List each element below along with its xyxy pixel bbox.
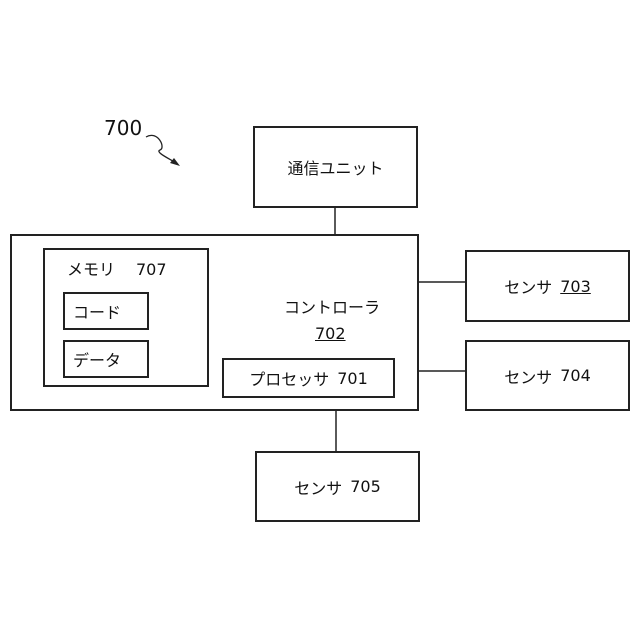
sensor-703-label: センサ <box>504 274 552 298</box>
comm-unit-label: 通信ユニット <box>287 155 383 179</box>
data-box: データ <box>63 340 149 378</box>
comm-unit-box: 通信ユニット <box>253 126 418 208</box>
reference-arrowhead <box>170 158 180 166</box>
reference-arrow <box>146 135 176 163</box>
sensor-703-box: センサ 703 <box>465 250 630 322</box>
data-label: データ <box>73 347 121 371</box>
processor-box: プロセッサ 701 <box>222 358 395 398</box>
sensor-704-label: センサ <box>504 364 552 388</box>
processor-num: 701 <box>337 369 368 388</box>
controller-num: 702 <box>315 326 346 342</box>
code-label: コード <box>73 299 121 323</box>
sensor-705-label: センサ <box>294 475 342 499</box>
memory-num: 707 <box>136 262 167 278</box>
sensor-704-box: センサ 704 <box>465 340 630 411</box>
code-box: コード <box>63 292 149 330</box>
figure-ref-700: 700 <box>104 118 142 138</box>
processor-label: プロセッサ <box>249 366 329 390</box>
sensor-705-box: センサ 705 <box>255 451 420 522</box>
memory-label: メモリ <box>67 262 115 278</box>
sensor-705-num: 705 <box>350 477 381 496</box>
sensor-704-num: 704 <box>560 366 591 385</box>
controller-label: コントローラ <box>284 300 380 316</box>
sensor-703-num: 703 <box>560 277 591 296</box>
